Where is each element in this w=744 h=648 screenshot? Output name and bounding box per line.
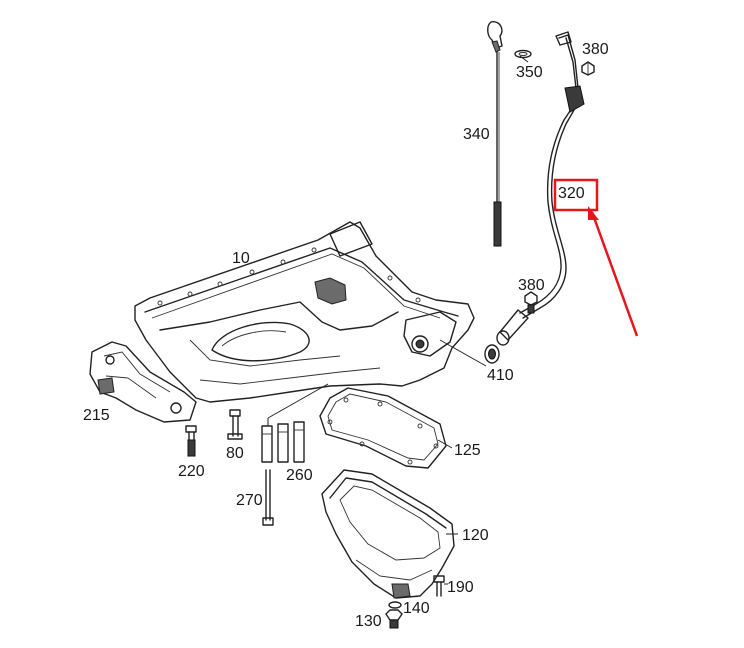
- seal-ring-part: [514, 49, 532, 59]
- bolt-380-top-part: [581, 61, 595, 76]
- callout-380-lower: 380: [518, 277, 545, 294]
- bracket-part: [89, 341, 197, 423]
- callout-220: 220: [178, 463, 205, 480]
- callout-340: 340: [463, 126, 490, 143]
- bolt-220-part: [185, 425, 197, 457]
- bolt-190-part: [433, 575, 445, 597]
- callout-380-top: 380: [582, 41, 609, 58]
- bolt-80-part: [227, 409, 243, 440]
- highlight-arrow: [588, 206, 639, 337]
- callout-260: 260: [286, 467, 313, 484]
- callout-130: 130: [355, 613, 382, 630]
- washer-140-part: [388, 601, 402, 609]
- leader-lines: [437, 55, 529, 585]
- callout-80: 80: [226, 445, 244, 462]
- drain-plug-130-part: [385, 609, 403, 629]
- callout-10: 10: [232, 250, 250, 267]
- callout-270: 270: [236, 492, 263, 509]
- callout-120: 120: [462, 527, 489, 544]
- lower-oil-pan-part: [321, 469, 455, 599]
- dipstick-part: [487, 21, 503, 247]
- sleeves-260-part: [261, 383, 329, 463]
- upper-oil-pan-part: [134, 221, 475, 403]
- bolt-270-part: [262, 469, 274, 526]
- bolt-380-lower-part: [524, 291, 538, 314]
- callout-320: 320: [558, 185, 585, 202]
- gasket-part: [319, 387, 447, 469]
- callout-140: 140: [403, 600, 430, 617]
- dipstick-guide-tube-part: [496, 31, 585, 346]
- callout-125: 125: [454, 442, 481, 459]
- callout-215: 215: [83, 407, 110, 424]
- callout-410: 410: [487, 367, 514, 384]
- callout-350: 350: [516, 64, 543, 81]
- highlight-box: [553, 178, 599, 212]
- o-ring-part: [484, 344, 500, 364]
- callout-190: 190: [447, 579, 474, 596]
